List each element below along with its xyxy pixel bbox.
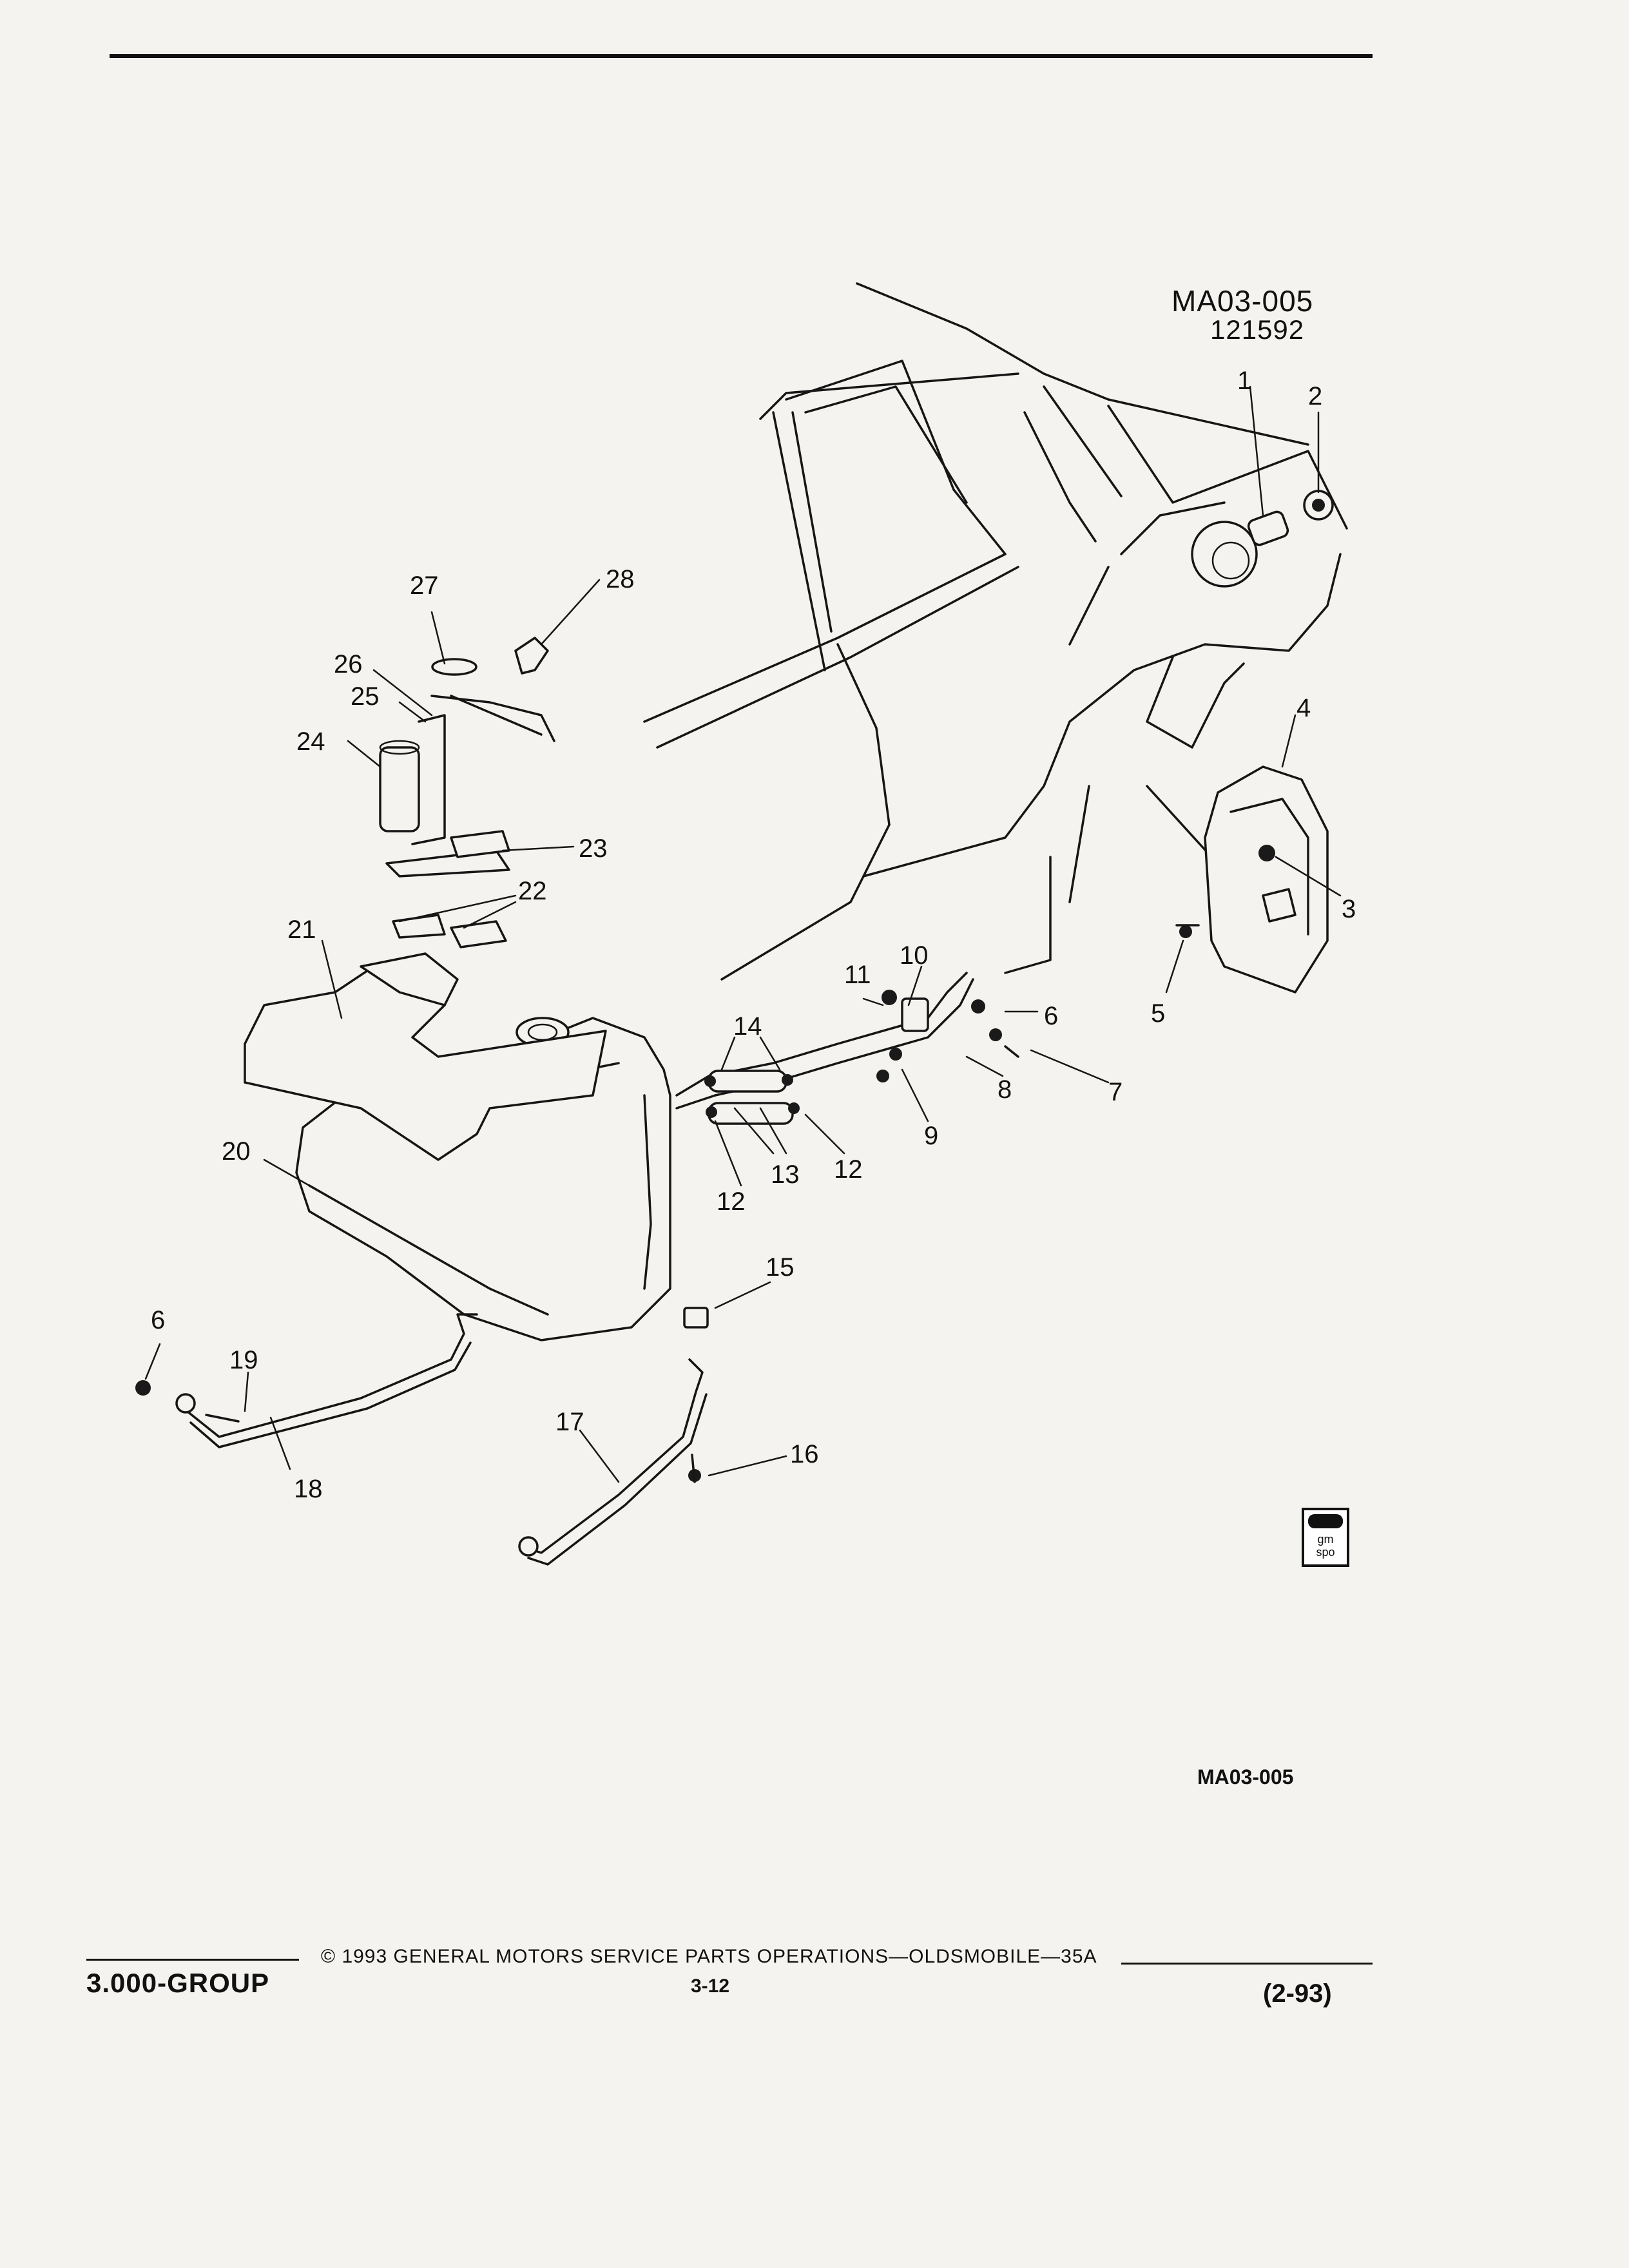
logo-line2: spo (1316, 1546, 1335, 1559)
callout-16: 16 (790, 1440, 819, 1468)
illustration-date-code: 121592 (1210, 314, 1305, 345)
gm-spo-logo: gm spo (1302, 1508, 1349, 1567)
leader-lines (144, 385, 1342, 1483)
callout-3: 3 (1342, 895, 1356, 923)
callout-15: 15 (766, 1253, 795, 1282)
revision-date: (2-93) (1263, 1979, 1332, 2008)
fuel-filler (1247, 490, 1334, 546)
callout-12-left: 12 (717, 1187, 746, 1216)
group-label: 3.000-GROUP (86, 1968, 270, 1998)
callout-26: 26 (334, 650, 363, 678)
callout-labels: 1 2 3 4 5 6 6 7 8 9 10 11 12 12 12 13 14… (151, 367, 1356, 1503)
callout-14: 14 (733, 1012, 762, 1041)
callout-8: 8 (998, 1075, 1012, 1104)
callout-22: 22 (518, 877, 547, 905)
footer-rule-right (1121, 1963, 1373, 1965)
logo-bar (1308, 1514, 1343, 1528)
callout-7: 7 (1108, 1078, 1123, 1106)
top-rule (110, 54, 1373, 58)
callout-21: 21 (287, 916, 316, 944)
callout-10: 10 (900, 941, 929, 970)
callout-5: 5 (1151, 999, 1165, 1028)
callout-6-left: 6 (151, 1306, 165, 1334)
callout-4: 4 (1296, 694, 1311, 722)
callout-11: 11 (844, 961, 871, 989)
vehicle-body-outline (643, 282, 1348, 981)
callout-18: 18 (294, 1475, 323, 1503)
callout-17: 17 (555, 1408, 584, 1436)
callout-2: 2 (1308, 382, 1322, 410)
callout-6-right: 6 (1044, 1002, 1058, 1030)
fuel-lines-hoses (675, 972, 1002, 1125)
callout-25: 25 (351, 682, 380, 711)
callout-12-right: 12 (834, 1155, 863, 1184)
logo-line1: gm (1317, 1533, 1334, 1546)
callout-19: 19 (229, 1346, 258, 1374)
callout-1: 1 (1237, 367, 1251, 395)
footer-rule-left (86, 1959, 299, 1961)
illustration-code: MA03-005 (1171, 284, 1314, 318)
page-number: 3-12 (691, 1975, 730, 1997)
callout-28: 28 (606, 565, 635, 593)
heat-shield (244, 952, 607, 1161)
callout-27: 27 (410, 572, 439, 600)
footer-illustration-code: MA03-005 (1197, 1765, 1294, 1789)
callout-23: 23 (579, 834, 608, 863)
callout-13: 13 (771, 1160, 800, 1189)
copyright-line: © 1993 GENERAL MOTORS SERVICE PARTS OPER… (321, 1946, 1097, 1967)
callout-9: 9 (924, 1122, 938, 1150)
callout-20: 20 (222, 1137, 251, 1166)
callout-24: 24 (296, 727, 325, 756)
splash-shield (1204, 765, 1329, 994)
tank-straps (135, 924, 1200, 1566)
